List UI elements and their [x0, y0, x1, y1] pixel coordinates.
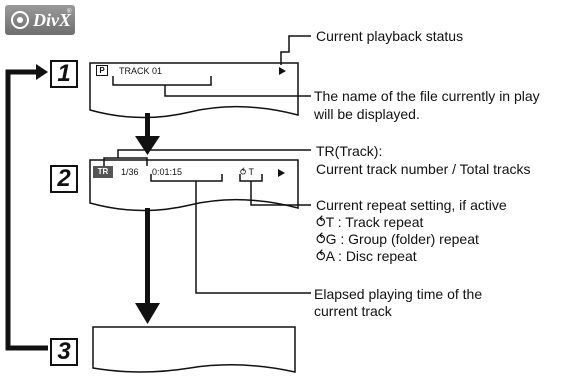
track-icon: TR: [93, 166, 113, 178]
leader-file-name: [164, 85, 311, 97]
leader-file-name-bracket: [112, 76, 212, 86]
repeat-icon: ⥀: [316, 248, 326, 264]
leader-elapsed: [195, 181, 311, 294]
repeat-mode: T: [248, 167, 255, 177]
down-arrow-2-shaft: [145, 208, 150, 308]
callout-track-line2: Current track number / Total tracks: [316, 161, 531, 177]
repeat-item-desc: : Disc repeat: [334, 248, 417, 264]
repeat-item-symbol: A: [325, 248, 335, 264]
elapsed-time: 0:01:15: [152, 167, 183, 177]
play-icon-2: [278, 169, 285, 177]
callout-playback-status: Current playback status: [316, 28, 464, 44]
loop-back-arrowhead: [36, 64, 48, 80]
callout-elapsed-line2: current track: [314, 303, 392, 319]
file-type-icon: P: [96, 65, 108, 76]
screen-1-track-label: TRACK 01: [119, 66, 163, 76]
step-1-badge: 1: [50, 60, 78, 88]
callout-elapsed-line1: Elapsed playing time of the: [314, 286, 483, 302]
callout-file-name-line1: The name of the file currently in play: [314, 88, 540, 104]
leader-repeat: [250, 181, 311, 206]
step-2-badge: 2: [50, 165, 78, 193]
repeat-indicator: ⥀ T: [240, 167, 254, 178]
screen-3-frame: [92, 326, 296, 373]
divx-logo-text: DivX: [33, 10, 71, 30]
screen-1-frame: [89, 62, 299, 119]
divx-logo: DivX ®: [5, 5, 75, 35]
leader-track-bracket: [103, 157, 148, 166]
play-icon: [279, 67, 286, 75]
screen-2-frame: [89, 159, 299, 212]
repeat-icon: ⥀: [316, 231, 326, 247]
step-3-badge: 3: [50, 338, 78, 366]
callout-repeat-heading: Current repeat setting, if active: [316, 197, 507, 213]
leader-playback-status: [280, 35, 311, 65]
callout-track-line1: TR(Track):: [316, 143, 383, 159]
repeat-item-desc: : Track repeat: [333, 214, 424, 230]
repeat-item-desc: : Group (folder) repeat: [336, 231, 479, 247]
callout-file-name-line2: will be displayed.: [314, 106, 420, 122]
leader-track: [117, 149, 311, 158]
divx-disc-icon: [11, 11, 29, 29]
file-type-icon-glyph: P: [99, 66, 105, 75]
registered-mark: ®: [67, 9, 72, 15]
repeat-item-group: ⥀G : Group (folder) repeat: [316, 231, 479, 248]
repeat-item-symbol: G: [325, 231, 337, 247]
track-count: 1/36: [121, 167, 139, 177]
repeat-item-disc: ⥀A : Disc repeat: [316, 248, 417, 265]
repeat-icon: ⥀: [240, 167, 247, 177]
down-arrow-2-head: [135, 303, 160, 324]
down-arrow-1-head: [135, 136, 160, 155]
repeat-icon: ⥀: [316, 214, 326, 230]
repeat-item-track: ⥀T : Track repeat: [316, 214, 423, 231]
loop-back-arrow: [5, 69, 48, 351]
repeat-item-symbol: T: [325, 214, 334, 230]
leader-elapsed-bracket: [150, 174, 223, 182]
down-arrow-1-shaft: [145, 113, 150, 141]
